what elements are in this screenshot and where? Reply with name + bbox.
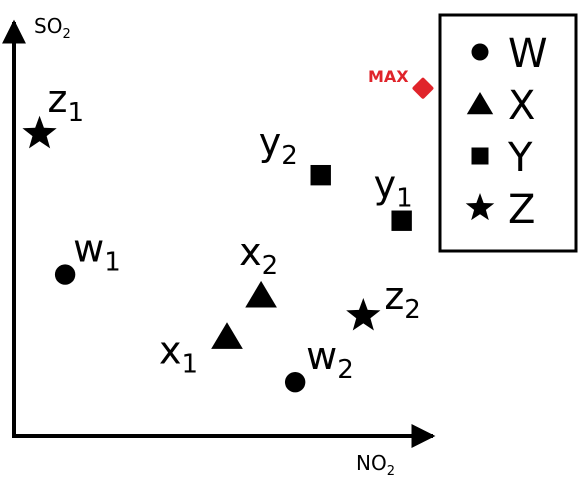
point-y1 [391,210,412,231]
legend-marker-z [465,193,495,221]
point-z2 [346,297,381,331]
point-label-x2: x2 [239,230,278,281]
point-label-x1: x1 [159,329,198,380]
y-axis-label: SO2 [34,14,71,42]
legend-marker-x [466,92,494,115]
point-y2 [310,164,331,186]
legend-marker-w [471,43,489,61]
max-marker [412,77,434,99]
legend-box [438,13,578,253]
point-label-z2: z2 [384,274,421,325]
point-label-z1: z1 [48,77,84,128]
legend-marker-y [471,147,489,165]
point-label-y1: y1 [374,163,413,214]
point-label-w1: w1 [73,227,121,278]
max-label: MAX [368,67,409,86]
point-z1 [22,115,57,149]
point-label-w2: w2 [306,334,354,385]
point-x2 [245,280,277,308]
point-label-y2: y2 [259,120,298,171]
legend-label-y: Y [507,135,533,181]
point-w1 [54,264,76,285]
point-w2 [284,371,306,393]
x-axis-label: NO2 [356,451,395,479]
legend-label-w: W [508,31,548,77]
chart-marks: w1 w2 x1 x2 y2 y1 z1 z2 MAX [22,67,434,393]
legend-label-z: Z [508,187,535,233]
point-x1 [211,322,243,349]
legend-label-x: X [508,83,535,129]
